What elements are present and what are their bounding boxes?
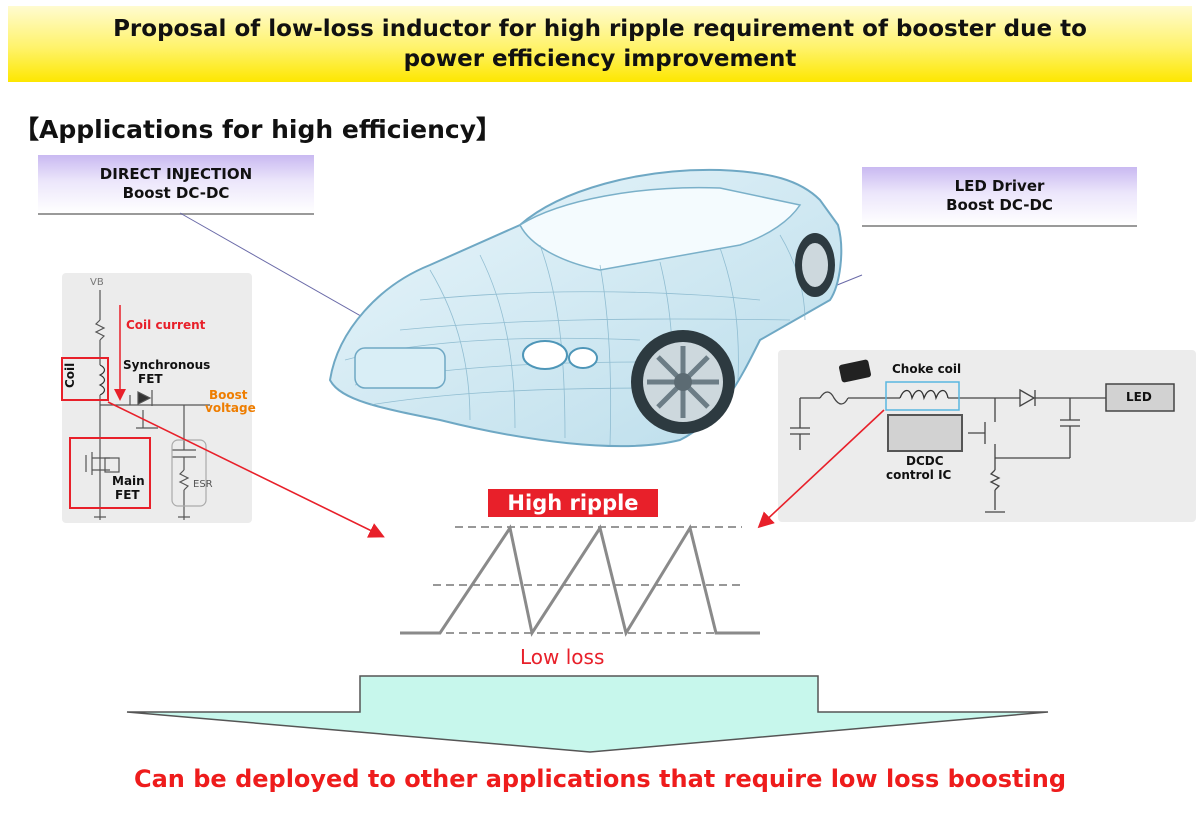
control-ic-label: control IC: [886, 468, 952, 482]
led-label: LED: [1126, 390, 1152, 404]
choke-coil-highlight: [885, 381, 960, 411]
direct-injection-label: DIRECT INJECTION: [99, 165, 253, 183]
boost-label: Boost: [209, 388, 248, 402]
main-fet-label: FET: [115, 488, 140, 502]
esr-label: ESR: [193, 479, 213, 490]
left-boost-schematic: [85, 290, 210, 520]
direct-injection-box: DIRECT INJECTION Boost DC-DC: [38, 155, 314, 215]
dcdc-label: DCDC: [906, 454, 944, 468]
ripple-waveform: [400, 524, 760, 637]
led-driver-sub: Boost DC-DC: [946, 196, 1053, 214]
direct-injection-sub: Boost DC-DC: [122, 184, 230, 202]
down-arrow: [126, 675, 1049, 753]
title-line-2: power efficiency improvement: [403, 46, 797, 72]
title-line-1: Proposal of low-loss inductor for high r…: [113, 16, 1087, 42]
left-schematic-panel: [62, 273, 252, 523]
vb-label: VB: [90, 277, 104, 288]
boost-voltage-label: voltage: [205, 401, 256, 415]
low-loss-label: Low loss: [520, 645, 605, 669]
coil-highlight: [61, 357, 109, 401]
choke-coil-label: Choke coil: [892, 362, 962, 376]
section-heading: 【Applications for high efficiency】: [14, 115, 501, 144]
dcdc-ic-block: [887, 414, 963, 452]
coil-current-label: Coil current: [126, 318, 206, 332]
main-label: Main: [112, 474, 145, 488]
title-banner: Proposal of low-loss inductor for high r…: [8, 6, 1192, 82]
conclusion-text: Can be deployed to other applications th…: [134, 765, 1066, 793]
right-to-waveform-arrow: [757, 409, 885, 529]
car-illustration: [328, 168, 843, 448]
high-ripple-badge: High ripple: [488, 489, 658, 517]
right-led-schematic: [790, 388, 1108, 513]
left-to-waveform-arrow: [107, 401, 385, 538]
led-driver-label: LED Driver: [954, 177, 1045, 195]
main-fet-highlight: [69, 437, 151, 509]
inductor-part-icon: [839, 359, 871, 383]
led-block: [1105, 383, 1175, 412]
coil-label: Coil: [63, 362, 77, 388]
synchronous-label: Synchronous: [123, 358, 211, 372]
synchronous-fet-label: FET: [138, 372, 163, 386]
led-driver-box: LED Driver Boost DC-DC: [862, 167, 1137, 227]
